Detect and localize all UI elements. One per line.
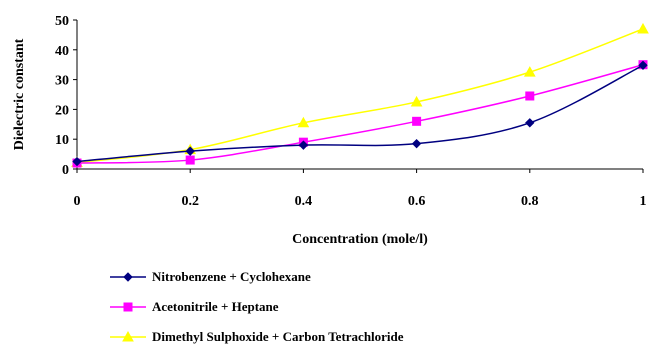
y-tick-label: 30 <box>55 74 69 89</box>
data-point-diamond <box>185 146 195 156</box>
legend-item: Nitrobenzene + Cyclohexane <box>108 262 528 292</box>
series-diamond <box>72 60 648 167</box>
x-tick-label: 1 <box>640 194 647 209</box>
data-point-diamond <box>525 118 535 128</box>
data-point-triangle <box>122 330 134 342</box>
legend-swatch <box>110 330 146 342</box>
data-point-triangle <box>297 116 310 128</box>
data-point-square <box>185 155 195 165</box>
y-axis-ticks: 0 10 20 30 40 50 <box>55 14 77 178</box>
series-line <box>76 28 644 164</box>
data-point-triangle <box>637 22 649 34</box>
legend-swatch <box>110 302 146 312</box>
y-tick-label: 40 <box>55 44 69 59</box>
data-point-square <box>525 91 535 101</box>
x-axis-ticks: 0 0.2 0.4 0.6 0.8 1 <box>74 169 647 209</box>
y-tick-label: 50 <box>55 14 69 29</box>
x-axis-label: Concentration (mole/l) <box>292 232 428 247</box>
series-square <box>72 60 648 168</box>
legend-label: Dimethyl Sulphoxide + Carbon Tetrachlori… <box>152 329 404 344</box>
x-tick-label: 0.2 <box>181 194 199 209</box>
y-axis-label: Dielectric constant <box>12 38 27 150</box>
x-tick-label: 0.8 <box>521 194 539 209</box>
data-point-diamond <box>638 60 648 71</box>
data-point-square <box>123 302 133 312</box>
data-point-triangle <box>523 66 536 77</box>
plot-area <box>76 20 643 170</box>
data-point-diamond <box>298 140 309 150</box>
x-tick-label: 0.4 <box>295 194 313 209</box>
series-layer <box>71 22 649 168</box>
legend-item: Acetonitrile + Heptane <box>108 292 528 322</box>
x-tick-label: 0.6 <box>408 194 426 209</box>
legend-label: Acetonitrile + Heptane <box>152 299 279 314</box>
legend-label: Nitrobenzene + Cyclohexane <box>152 269 311 284</box>
legend-item: Dimethyl Sulphoxide + Carbon Tetrachlori… <box>108 322 528 352</box>
data-point-diamond <box>411 138 422 149</box>
data-point-square <box>412 116 422 126</box>
line-chart: 0 10 20 30 40 50 0 0.2 0.4 0.6 0.8 1 Dielectric co… <box>12 14 649 247</box>
series-line <box>76 64 644 163</box>
legend-swatch <box>110 272 146 282</box>
data-point-triangle <box>410 95 423 107</box>
data-point-diamond <box>123 272 133 282</box>
y-tick-label: 10 <box>55 133 69 148</box>
y-tick-label: 0 <box>62 163 69 178</box>
y-tick-label: 20 <box>55 103 69 118</box>
series-line <box>76 63 644 164</box>
data-point-diamond <box>72 156 82 167</box>
x-tick-label: 0 <box>74 194 81 209</box>
